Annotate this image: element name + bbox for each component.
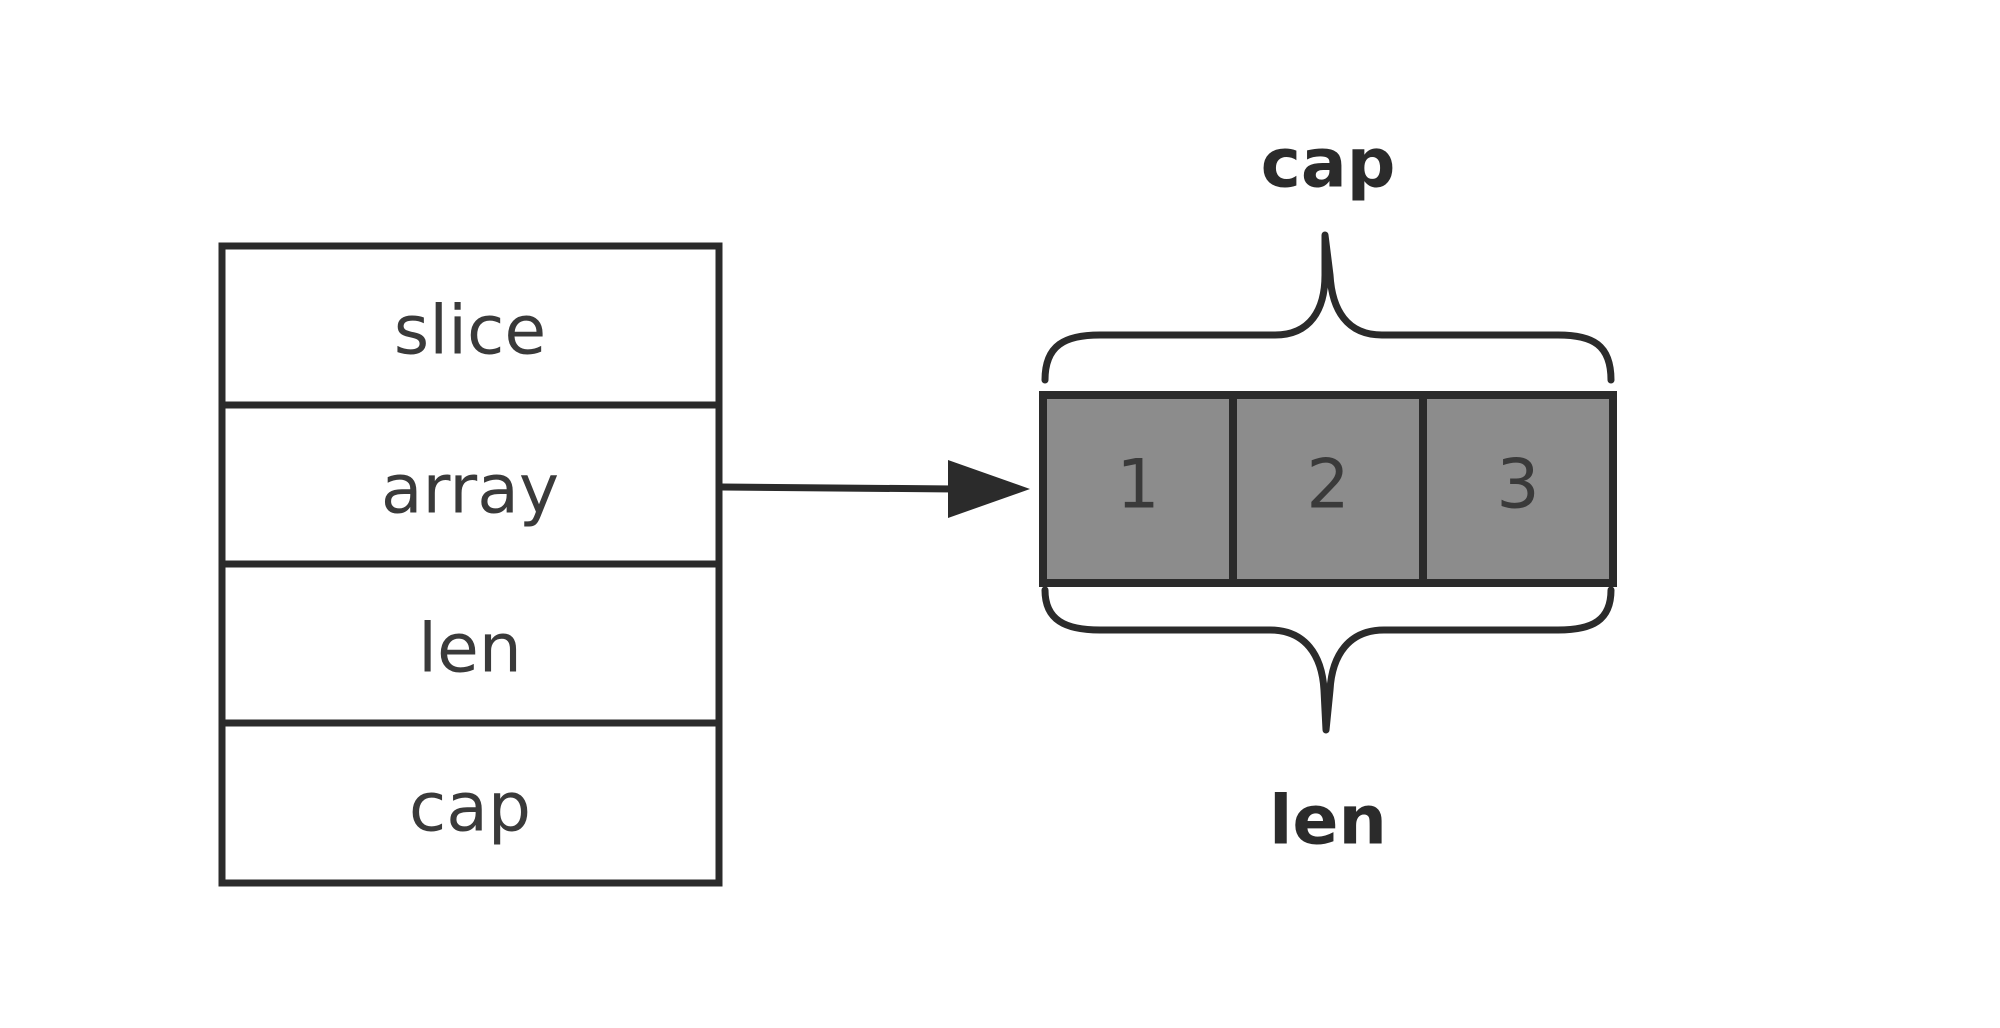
bottom-brace-label: len: [1269, 782, 1387, 861]
slice-struct: slice array len cap: [218, 242, 723, 887]
struct-field-array: array: [381, 451, 559, 530]
arrow-shaft: [721, 483, 956, 493]
top-brace: [1041, 231, 1615, 384]
array-cell: [1419, 391, 1617, 587]
array-cell: [1229, 391, 1427, 587]
backing-array: 1 2 3: [1039, 391, 1617, 587]
arrow-head: [948, 460, 1030, 518]
array-element-value: 2: [1306, 446, 1349, 525]
struct-field-len: len: [418, 610, 522, 689]
array-pointer-arrow: [721, 460, 1030, 518]
array-cell: [1039, 391, 1237, 587]
array-element-value: 3: [1496, 446, 1539, 525]
array-element-value: 1: [1116, 446, 1159, 525]
bottom-brace: [1041, 586, 1615, 734]
struct-field-slice: slice: [394, 292, 546, 371]
struct-field-cap: cap: [409, 769, 531, 848]
top-brace-label: cap: [1261, 125, 1396, 204]
